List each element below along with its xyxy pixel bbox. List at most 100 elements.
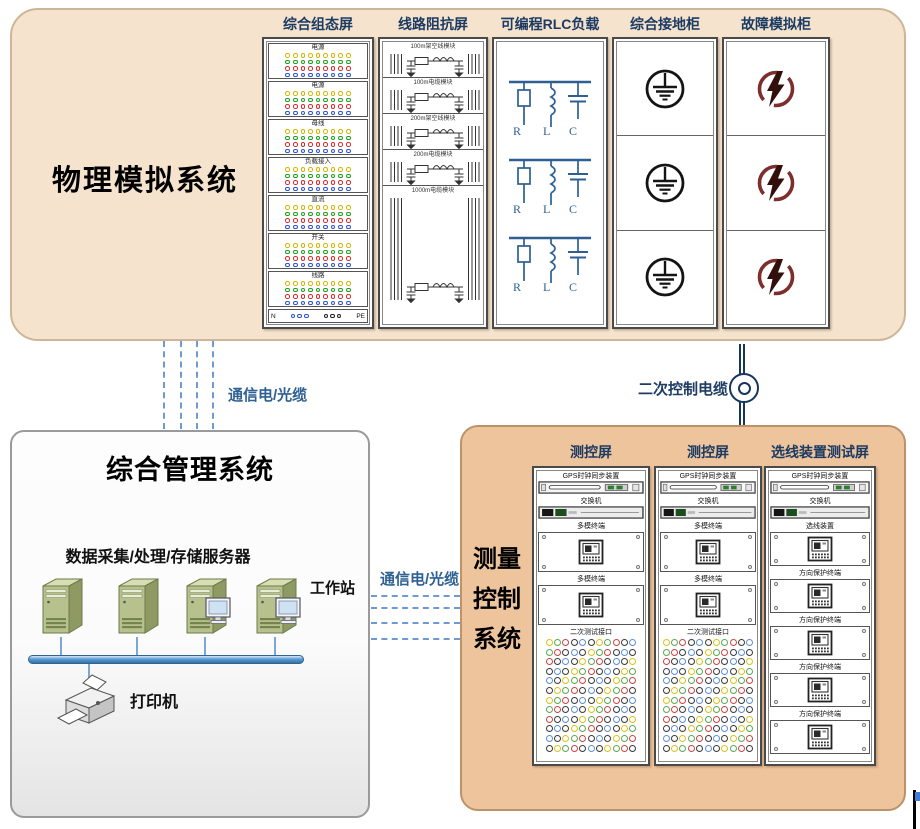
terminal-dot xyxy=(292,110,298,116)
switch-section: 交换机 xyxy=(770,497,870,519)
test-port xyxy=(662,734,670,742)
test-port xyxy=(712,658,720,666)
server-image xyxy=(42,578,83,634)
terminal-dot xyxy=(315,91,321,96)
test-port xyxy=(562,639,570,646)
terminal-dot xyxy=(323,256,328,261)
terminal-dot xyxy=(330,249,336,255)
test-port xyxy=(746,686,754,694)
terminal-dot xyxy=(285,262,290,268)
terminal-dot xyxy=(323,135,328,141)
terminal-dot xyxy=(323,173,328,179)
terminal-dot xyxy=(346,104,351,109)
test-port-row xyxy=(660,696,756,706)
switch-label: 交换机 xyxy=(580,498,602,505)
test-port xyxy=(712,667,720,675)
test-port xyxy=(729,686,737,694)
test-port-row xyxy=(660,657,756,667)
device-box xyxy=(660,532,756,572)
test-port xyxy=(579,667,587,675)
test-port xyxy=(554,677,561,685)
terminal-dot xyxy=(315,218,321,223)
test-port xyxy=(704,686,712,694)
terminal-dot xyxy=(300,173,306,179)
test-port xyxy=(671,639,678,646)
physical-system-title: 物理模拟系统 xyxy=(52,165,239,197)
test-port xyxy=(712,677,720,685)
terminal-dot xyxy=(330,148,336,154)
terminal-dot xyxy=(300,167,306,172)
terminal-dot xyxy=(292,205,298,210)
test-port xyxy=(662,667,670,675)
terminal-dot xyxy=(292,300,298,306)
test-port xyxy=(671,734,678,742)
test-port xyxy=(587,639,595,646)
device-section: 多模终端 xyxy=(660,575,756,625)
test-port xyxy=(554,648,561,656)
terminal-dot xyxy=(330,218,336,223)
terminal-dot xyxy=(338,129,344,134)
test-port xyxy=(679,715,687,723)
terminal-dot xyxy=(338,205,344,210)
test-port-row xyxy=(538,648,644,658)
terminal-dot xyxy=(315,129,321,134)
terminal-dot xyxy=(300,294,306,299)
terminal-dot xyxy=(292,167,298,172)
terminal-dot xyxy=(338,167,344,172)
terminal-dot xyxy=(338,59,344,65)
terminal-dot xyxy=(346,186,351,192)
test-port xyxy=(595,706,603,714)
pe-dots xyxy=(323,313,342,319)
test-port xyxy=(562,686,570,694)
test-port xyxy=(721,658,729,666)
terminal-dot-row xyxy=(269,224,367,230)
terminal-dot xyxy=(338,300,344,306)
test-port xyxy=(746,725,754,733)
terminal-dot-row xyxy=(269,110,367,116)
test-port xyxy=(679,734,687,742)
test-port xyxy=(746,734,754,742)
terminal-dot xyxy=(323,262,328,268)
terminal-dot xyxy=(300,148,306,154)
gps-label: GPS时钟同步装置 xyxy=(791,473,849,480)
terminal-dot xyxy=(330,167,336,172)
panel-header: 测控屏 xyxy=(570,444,612,460)
terminal-dot xyxy=(338,294,344,299)
terminal-device-icon xyxy=(695,592,721,618)
config-module: 母线 xyxy=(268,119,368,155)
test-port xyxy=(696,667,704,675)
gps-label: GPS时钟同步装置 xyxy=(679,473,737,480)
test-port xyxy=(545,715,553,723)
terminal-dot xyxy=(300,249,306,255)
test-port xyxy=(562,715,570,723)
terminal-dot xyxy=(323,148,328,154)
ground-cell xyxy=(617,136,713,231)
test-port xyxy=(612,706,620,714)
comm-dashed-line xyxy=(196,341,198,429)
terminal-dot xyxy=(330,173,336,179)
test-port xyxy=(679,725,687,733)
terminal-dot xyxy=(346,294,351,299)
terminal-dot xyxy=(315,59,321,65)
test-port xyxy=(729,677,737,685)
test-port xyxy=(687,715,695,723)
terminal-dot xyxy=(308,91,313,96)
comm-dashed-line xyxy=(371,638,460,640)
terminal-dot xyxy=(346,287,351,293)
terminal-dot xyxy=(330,243,336,248)
terminal-dot xyxy=(308,218,313,223)
terminal-dot xyxy=(338,66,344,71)
test-port xyxy=(604,696,612,704)
panel-header: 选线装置测试屏 xyxy=(771,444,869,460)
terminal-dot xyxy=(330,104,336,109)
terminal-dot xyxy=(300,186,306,192)
terminal-dot xyxy=(300,205,306,210)
test-port xyxy=(621,715,628,723)
terminal-dot xyxy=(300,72,306,78)
test-port xyxy=(696,696,704,704)
test-port xyxy=(587,658,595,666)
earth-ground-icon xyxy=(645,257,685,297)
terminal-dot xyxy=(285,135,290,141)
